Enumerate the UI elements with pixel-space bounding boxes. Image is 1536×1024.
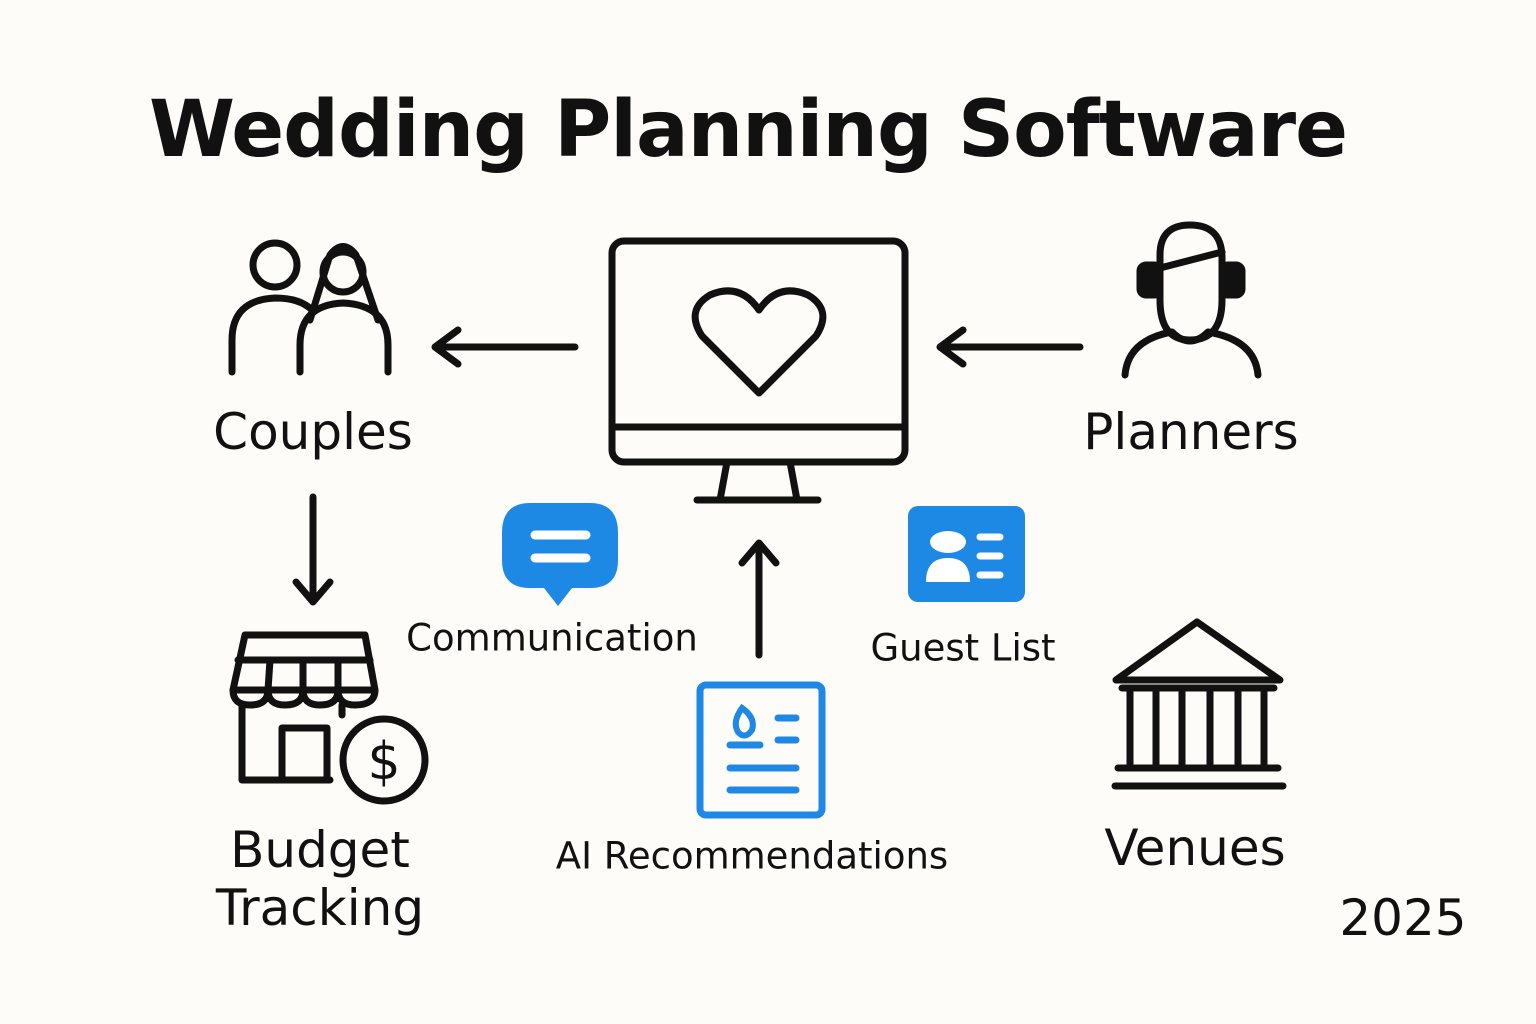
arrow-down-budget bbox=[292, 493, 334, 606]
budget-label-line1: Budget bbox=[230, 821, 410, 879]
monitor-heart-icon bbox=[608, 237, 909, 504]
planner-headset-icon bbox=[1121, 221, 1262, 379]
budget-label-line2: Tracking bbox=[215, 879, 425, 937]
year-label: 2025 bbox=[1339, 889, 1467, 947]
couples-label: Couples bbox=[213, 403, 413, 461]
venue-building-icon bbox=[1111, 618, 1287, 790]
dollar-icon: $ bbox=[367, 732, 400, 792]
venues-label: Venues bbox=[1104, 819, 1286, 877]
arrow-from-planners bbox=[936, 326, 1084, 368]
communication-label: Communication bbox=[406, 616, 698, 660]
guest-list-label: Guest List bbox=[870, 626, 1056, 670]
communication-chat-icon bbox=[502, 503, 618, 606]
planners-label: Planners bbox=[1083, 403, 1299, 461]
page-title: Wedding Planning Software bbox=[149, 85, 1348, 175]
ai-document-icon bbox=[696, 681, 826, 819]
couples-icon bbox=[228, 239, 392, 376]
guest-list-icon bbox=[908, 506, 1025, 602]
ai-recommendations-label: AI Recommendations bbox=[555, 834, 949, 878]
arrow-up-monitor bbox=[738, 539, 780, 659]
arrow-to-couples bbox=[431, 326, 579, 368]
store-budget-icon bbox=[229, 631, 429, 805]
